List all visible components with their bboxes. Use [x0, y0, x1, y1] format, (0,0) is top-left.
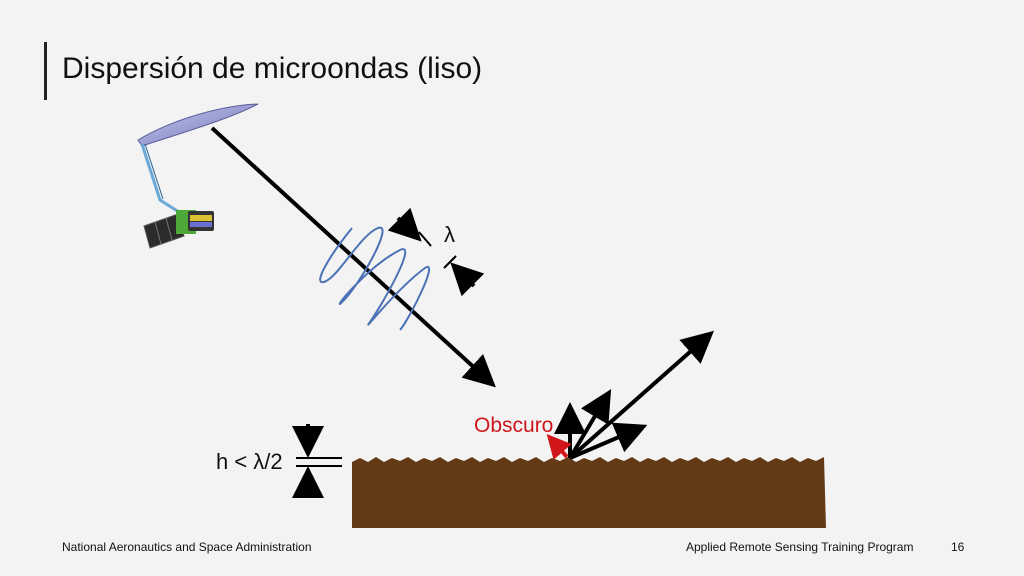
backscatter-arrow: [546, 434, 572, 460]
dark-label: Obscuro: [474, 414, 554, 437]
wavelength-label: λ: [444, 222, 455, 247]
page-number: 16: [951, 540, 965, 554]
scatter-arrow-steep: [568, 389, 612, 460]
microwave-wave: [319, 226, 431, 331]
footer-program: Applied Remote Sensing Training Program: [686, 540, 914, 554]
specular-reflection-arrow: [568, 330, 714, 460]
scatter-arrow-shallow: [569, 422, 648, 460]
wavelength-tick-bottom: [443, 255, 457, 269]
smooth-ground: [352, 457, 826, 528]
wavelength-tick-top: [418, 231, 432, 247]
footer-organization: National Aeronautics and Space Administr…: [62, 540, 312, 554]
wavelength-arrow-top: [387, 207, 422, 242]
slide-title: Dispersión de microondas (liso): [62, 52, 483, 85]
wavelength-arrow-bottom: [450, 262, 485, 297]
title-accent-bar: [44, 42, 47, 100]
height-condition-label: h < λ/2: [216, 449, 283, 474]
satellite-icon: [137, 103, 259, 249]
